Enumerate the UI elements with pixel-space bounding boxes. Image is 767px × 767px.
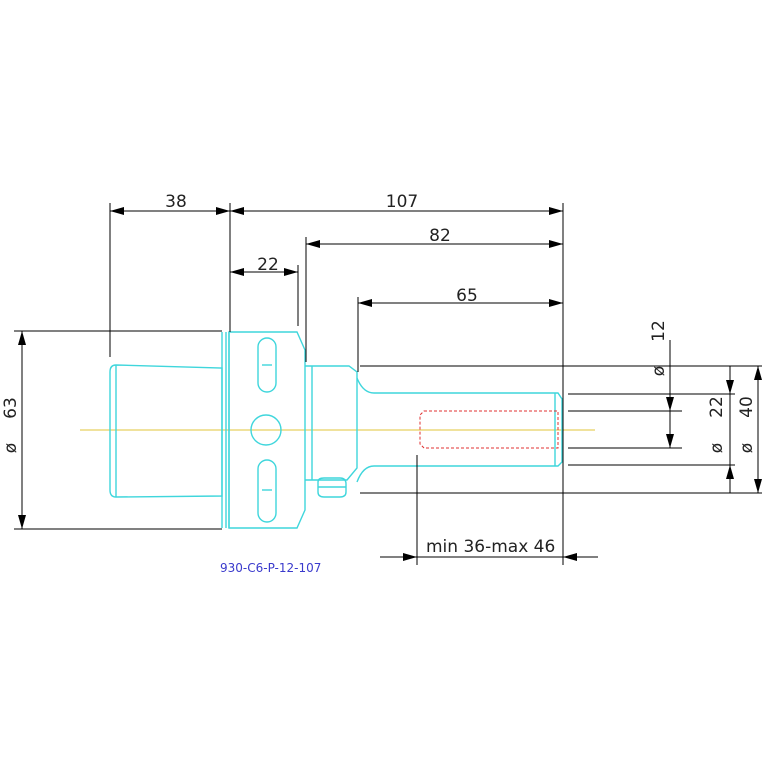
dim-82: 82	[429, 226, 451, 246]
dim-clamp-range: min 36-max 46	[426, 537, 555, 557]
dim-107: 107	[386, 192, 418, 212]
part-number: 930-C6-P-12-107	[220, 561, 321, 575]
dia-symbol-22: ø	[707, 443, 727, 453]
thread-bore	[419, 410, 559, 449]
dim-dia63: 63	[1, 397, 21, 419]
dimension-lines	[14, 203, 762, 565]
dia-symbol-12: ø	[649, 366, 669, 376]
dim-dia22: 22	[707, 396, 727, 418]
dim-dia12: 12	[649, 320, 669, 342]
dim-38: 38	[165, 192, 187, 212]
dia-symbol-40: ø	[737, 443, 757, 453]
dim-22-length: 22	[257, 255, 279, 275]
dia-symbol-63: ø	[1, 443, 21, 453]
tool-holder-outline	[109, 331, 563, 529]
dim-dia40: 40	[737, 396, 757, 418]
dim-65: 65	[456, 286, 478, 306]
